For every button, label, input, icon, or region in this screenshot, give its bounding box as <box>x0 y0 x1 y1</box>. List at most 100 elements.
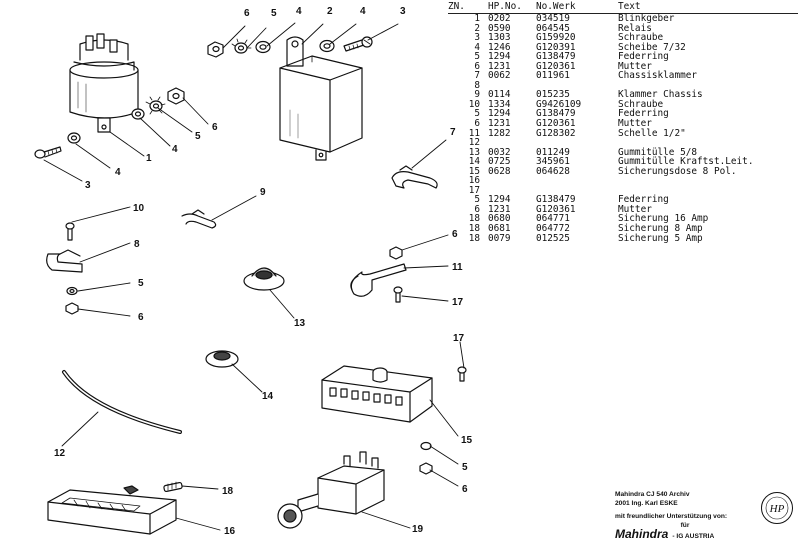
cell-text: Sicherung 16 Amp <box>618 213 709 225</box>
cell-zn: 17 <box>468 184 480 196</box>
part-19-switch <box>277 451 385 529</box>
cell-hp-no: 1294 <box>488 51 511 63</box>
cell-zn: 6 <box>474 203 480 215</box>
parts-list-header: ZN. HP.No. No.Werk Text <box>448 2 798 14</box>
cell-text: Federring <box>618 108 669 120</box>
cell-no-werk: 064772 <box>536 223 570 235</box>
part-7-chassis-clamp <box>391 165 438 189</box>
part-17-screw-right <box>393 286 403 303</box>
cell-zn: 6 <box>474 118 480 130</box>
credit-support: mit freundlicher Unterstützung von: <box>615 513 728 520</box>
cell-hp-no: 1294 <box>488 108 511 120</box>
cell-hp-no: 1231 <box>488 60 511 72</box>
callout-15: 15 <box>461 435 473 446</box>
cell-hp-no: 0202 <box>488 13 511 24</box>
cell-text: Mutter <box>618 203 652 215</box>
credit-fuer: für <box>680 522 690 529</box>
cell-no-werk: 015235 <box>536 89 570 101</box>
callout-5-fusebox: 5 <box>462 462 468 473</box>
cell-hp-no: 0114 <box>488 89 511 101</box>
cell-text <box>618 176 798 186</box>
cell-no-werk: 012525 <box>536 232 570 244</box>
mahindra-logo: Mahindra <box>615 527 669 541</box>
cell-zn: 5 <box>474 194 480 206</box>
callout-16: 16 <box>224 526 236 537</box>
header-no-werk: No.Werk <box>536 2 618 14</box>
cell-no-werk: G120391 <box>536 41 576 53</box>
parts-list-row: 8 <box>448 81 798 91</box>
cell-no-werk: 034519 <box>536 13 570 24</box>
cell-hp-no: 0590 <box>488 22 511 34</box>
cell-text: Sicherung 8 Amp <box>618 223 703 235</box>
cell-no-werk: G128302 <box>536 127 576 139</box>
part-12-cable <box>62 370 182 434</box>
cell-no-werk: G120361 <box>536 118 576 130</box>
credit-ig-austria: - IG AUSTRIA <box>672 533 715 540</box>
callout-3-relay: 3 <box>400 6 406 17</box>
cell-hp-no: 1303 <box>488 32 511 44</box>
callout-19: 19 <box>412 524 424 535</box>
cell-text: Sicherungsdose 8 Pol. <box>618 165 737 177</box>
part-3-screw-left <box>34 146 62 159</box>
part-15-fuse-box <box>321 365 433 423</box>
callout-17-fusebox: 17 <box>453 333 465 344</box>
parts-list-row: 17 <box>448 186 798 196</box>
part-14-grommet <box>205 350 239 368</box>
cell-no-werk: G138479 <box>536 194 576 206</box>
cell-no-werk: G138479 <box>536 108 576 120</box>
callout-17-right: 17 <box>452 297 464 308</box>
part-10-screw <box>65 222 75 241</box>
cell-hp-no: 0062 <box>488 70 511 82</box>
part-5-lockwasher-left <box>66 286 78 296</box>
callout-8: 8 <box>134 239 140 250</box>
cell-hp-no: 0032 <box>488 146 511 158</box>
brand-row: Mahindra - IG AUSTRIA <box>615 527 755 541</box>
cell-no-werk: 064628 <box>536 165 570 177</box>
part-1-flasher <box>69 33 139 133</box>
cell-zn: 18 <box>468 223 480 235</box>
cell-hp-no: 1231 <box>488 203 511 215</box>
callout-6-right: 6 <box>452 229 458 240</box>
cell-zn: 2 <box>474 22 480 34</box>
callout-1: 1 <box>146 153 152 164</box>
cell-text: Sicherung 5 Amp <box>618 232 703 244</box>
seal-monogram: HP <box>769 503 785 515</box>
cell-no-werk: G120361 <box>536 60 576 72</box>
cell-zn: 7 <box>474 70 480 82</box>
callout-13: 13 <box>294 318 306 329</box>
callout-6-left: 6 <box>138 312 144 323</box>
cell-text: Mutter <box>618 60 652 72</box>
header-text: Text <box>618 2 798 14</box>
part-6-nut-mid <box>167 87 185 105</box>
part-6-nut-fusebox <box>419 462 433 475</box>
parts-list-row: 12 <box>448 138 798 148</box>
cell-no-werk: 345961 <box>536 156 570 168</box>
cell-zn: 5 <box>474 108 480 120</box>
cell-zn: 11 <box>468 127 480 139</box>
cell-zn: 8 <box>474 79 480 91</box>
callout-4-mid: 4 <box>172 144 178 155</box>
callout-5-top: 5 <box>271 8 277 19</box>
cell-no-werk: G159920 <box>536 32 576 44</box>
credit-archive: Mahindra CJ 540 Archiv <box>615 491 690 498</box>
cell-text: Relais <box>618 22 652 34</box>
callout-6-top: 6 <box>244 8 250 19</box>
part-6-nut-right <box>389 246 403 260</box>
callout-5-mid: 5 <box>195 131 201 142</box>
callout-4-relay: 4 <box>360 6 366 17</box>
cell-no-werk: 011961 <box>536 70 570 82</box>
cell-hp-no: 1334 <box>488 98 511 110</box>
cell-zn: 18 <box>468 232 480 244</box>
